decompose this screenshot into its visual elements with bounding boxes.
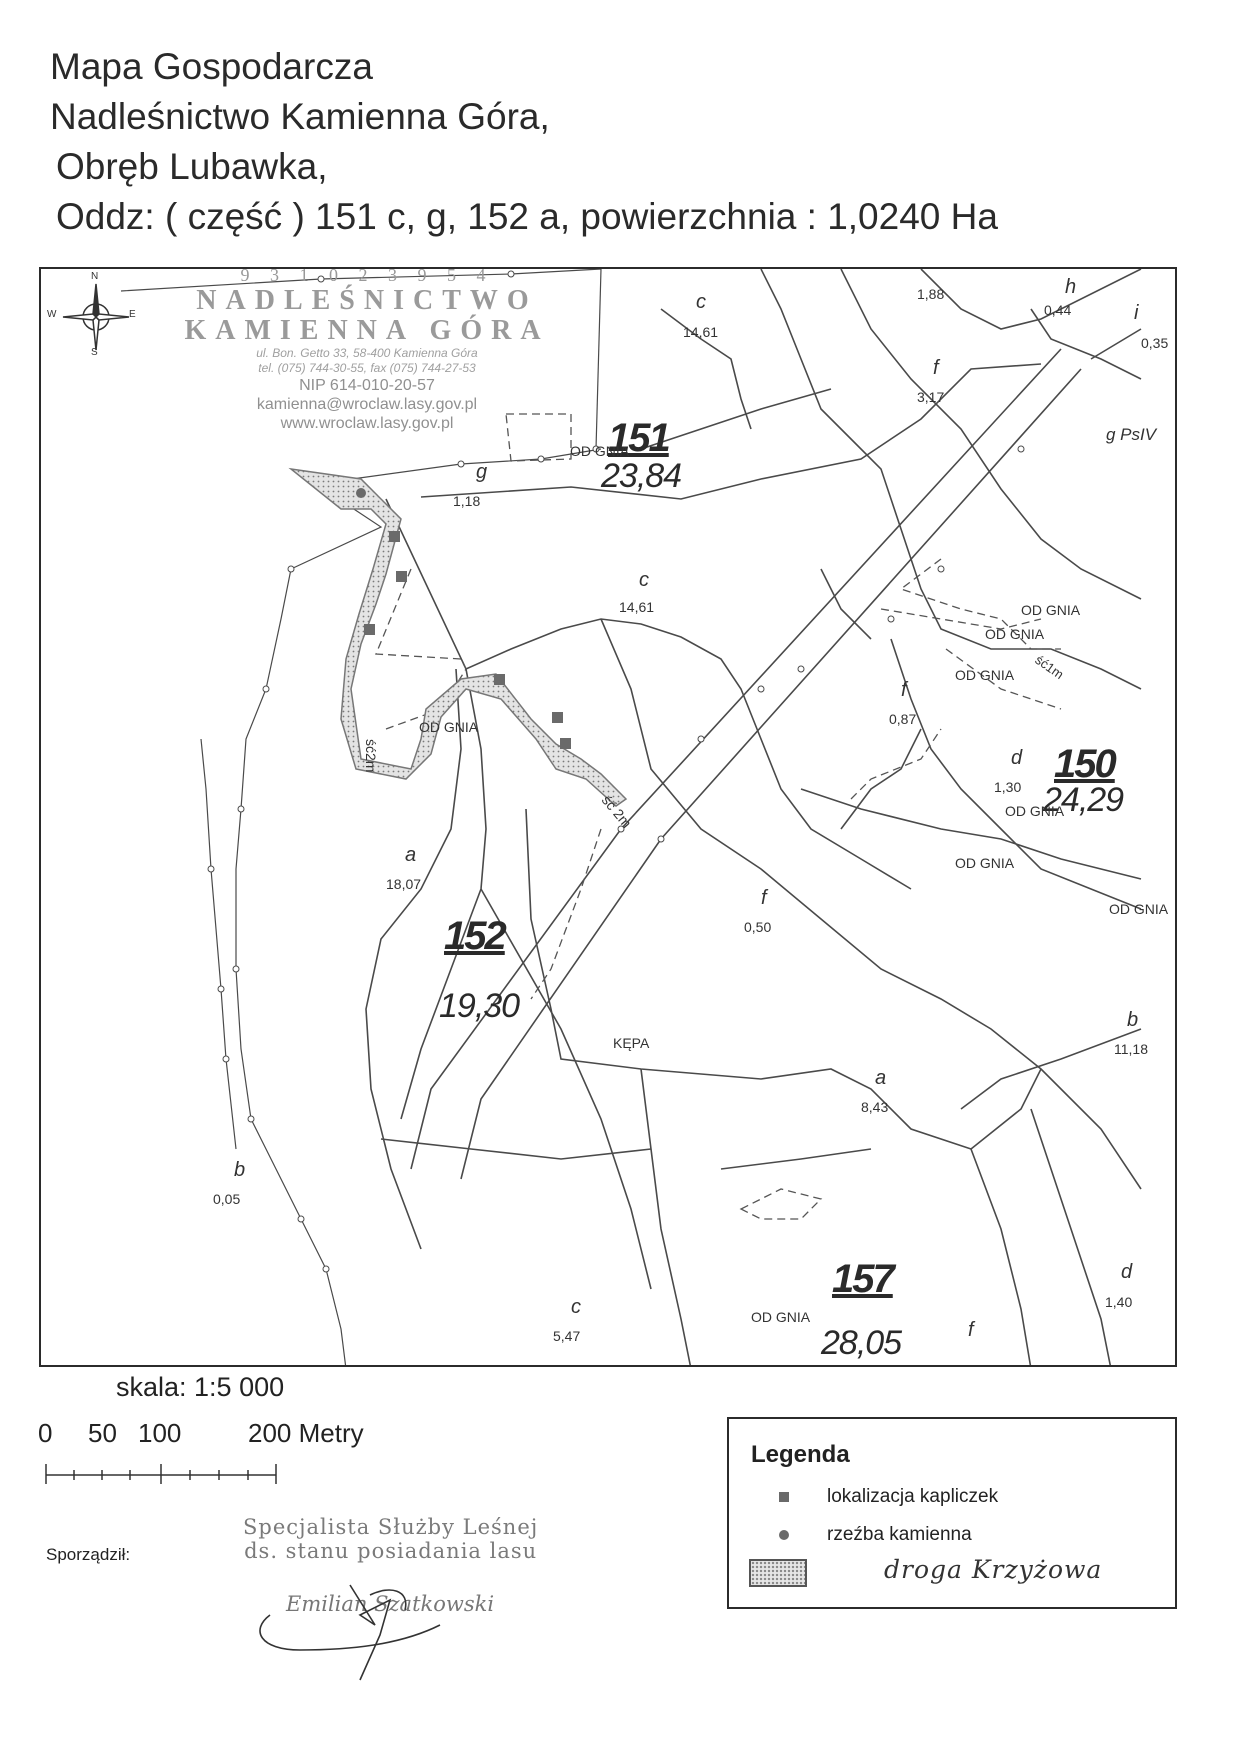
block-area-151: 23,84 [601, 457, 682, 495]
block-area-150: 24,29 [1043, 781, 1124, 819]
map-frame[interactable]: 9 3 1 0 2 3 9 5 4 NADLEŚNICTWO KAMIENNA … [39, 267, 1177, 1367]
subdivision-area: 5,47 [553, 1328, 581, 1344]
subdivision-letter: f [933, 357, 939, 379]
od-gnia-label: OD GNIA [570, 443, 630, 459]
scale-label: skala: 1:5 000 [116, 1372, 285, 1402]
od-gnia-label: OD GNIA [419, 719, 479, 735]
stamp-line-1: Specjalista Służby Leśnej [243, 1515, 539, 1539]
subdivision-letter: f [968, 1319, 974, 1341]
od-gnia-label: OD GNIA [1109, 901, 1169, 917]
handwritten-signature [259, 1584, 441, 1681]
stamp-name: Emilian Szatkowski [286, 1592, 495, 1616]
subdivision-area: 1,18 [453, 493, 481, 509]
subdivision-area: 1,40 [1105, 1294, 1133, 1310]
subdivision-letter: b [234, 1159, 246, 1181]
compass-w: W [47, 309, 57, 320]
od-gnia-label: OD GNIA [955, 667, 1015, 683]
title-line-4: Oddz: ( część ) 151 c, g, 152 a, powierz… [56, 196, 998, 237]
stamp-line-2: ds. stanu posiadania lasu [244, 1539, 538, 1563]
od-gnia-label: OD GNIA [955, 855, 1015, 871]
scale-tick: 100 [138, 1418, 182, 1448]
scale-tick: 0 [38, 1418, 53, 1448]
subdivision-area: 0,87 [889, 711, 917, 727]
block-number-150: 150 [1054, 742, 1117, 786]
subdivision-area: 18,07 [386, 876, 422, 892]
legend-title: Legenda [751, 1441, 850, 1468]
stamp-code: 9 3 1 0 2 3 9 5 4 [240, 267, 494, 285]
subdivision-letter: d [1011, 747, 1023, 769]
stamp-email: kamienna@wroclaw.lasy.gov.pl [256, 396, 478, 413]
legend-label: lokalizacja kapliczek [827, 1486, 999, 1507]
subdivision-letter: b [1127, 1009, 1139, 1031]
subdivision-area: 14,61 [619, 599, 655, 615]
prepared-by-label: Sporządził: [46, 1545, 131, 1564]
stamp-address: ul. Bon. Getto 33, 58-400 Kamienna Góra [256, 346, 478, 360]
subdivision-letter: f [901, 679, 907, 701]
subdivision-letter: d [1121, 1261, 1133, 1283]
subdivision-area: 14,61 [683, 324, 719, 340]
compass-n: N [91, 271, 99, 282]
map-title: Mapa Gospodarcza Nadleśnictwo Kamienna G… [50, 42, 998, 242]
map-linework [120, 269, 1142, 1365]
od-gnia-label: OD GNIA [751, 1309, 811, 1325]
stamp-phone: tel. (075) 744-30-55, fax (075) 744-27-5… [258, 361, 476, 375]
od-gnia-label: OD GNIA [985, 626, 1045, 642]
scale-bar [45, 1464, 277, 1484]
sculpture-marker-icon [779, 1530, 789, 1540]
block-number-151: 151 [608, 416, 671, 460]
subdivision-area: 0,35 [1141, 335, 1169, 351]
compass-rose-icon [62, 283, 130, 351]
path-width-label: ść2m [363, 739, 379, 773]
subdivision-letter: f [761, 887, 767, 909]
block-number-157: 157 [832, 1257, 895, 1301]
stamp-name-1: NADLEŚNICTWO [196, 285, 538, 316]
kepa-label: KĘPA [613, 1035, 650, 1051]
legend-label: rzeźba kamienna [827, 1524, 972, 1545]
od-gnia-label: OD GNIA [1005, 803, 1065, 819]
subdivision-area: 0,50 [744, 919, 772, 935]
stamp-name-2: KAMIENNA GÓRA [184, 315, 550, 346]
subdivision-area: 8,43 [861, 1099, 889, 1115]
subdivision-area: 0,05 [213, 1191, 241, 1207]
block-number-152: 152 [444, 914, 507, 958]
scale-tick: 200 Metry [248, 1418, 364, 1448]
subdivision-area: 3,17 [917, 389, 945, 405]
legend-label: droga Krzyżowa [884, 1555, 1103, 1584]
subdivision-area: 1,30 [994, 779, 1022, 795]
compass-s: S [91, 347, 98, 358]
subdivision-area: 1,88 [917, 286, 945, 302]
stamp-web: www.wroclaw.lasy.gov.pl [280, 415, 454, 432]
scale-tick: 50 [88, 1418, 117, 1448]
subdivision-letter: a [405, 844, 417, 866]
subdivision-letter: a [875, 1067, 887, 1089]
title-line-1: Mapa Gospodarcza [50, 46, 373, 87]
chapel-marker-icon [779, 1492, 789, 1502]
subdivision-letter: h [1065, 276, 1077, 298]
block-area-157: 28,05 [821, 1324, 902, 1362]
compass-e: E [129, 309, 136, 320]
od-gnia-label: OD GNIA [1021, 602, 1081, 618]
subdivision-letter: c [639, 569, 649, 591]
subdivision-letter: i [1134, 302, 1139, 324]
subdivision-area: 0,44 [1044, 302, 1072, 318]
legend-item: lokalizacja kapliczek [769, 1486, 998, 1508]
subdivision-area: 11,18 [1114, 1041, 1148, 1057]
subdivision-letter: c [696, 291, 706, 313]
forestry-stamp: 9 3 1 0 2 3 9 5 4 NADLEŚNICTWO KAMIENNA … [152, 267, 582, 433]
title-line-3: Obręb Lubawka, [56, 146, 328, 187]
title-line-2: Nadleśnictwo Kamienna Góra, [50, 96, 550, 137]
stamp-nip: NIP 614-010-20-57 [299, 377, 435, 394]
signature-stamp: Specjalista Służby Leśnej ds. stanu posi… [243, 1515, 538, 1563]
gpslv-label: g PsIV [1106, 425, 1157, 444]
legend-item: rzeźba kamienna [769, 1524, 972, 1546]
legend: Legenda lokalizacja kapliczek rzeźba kam… [727, 1417, 1177, 1609]
way-of-cross-swatch [749, 1559, 807, 1587]
subdivision-letter: c [571, 1296, 581, 1318]
block-area-152: 19,30 [439, 987, 520, 1025]
subdivision-letter: g [476, 461, 488, 483]
